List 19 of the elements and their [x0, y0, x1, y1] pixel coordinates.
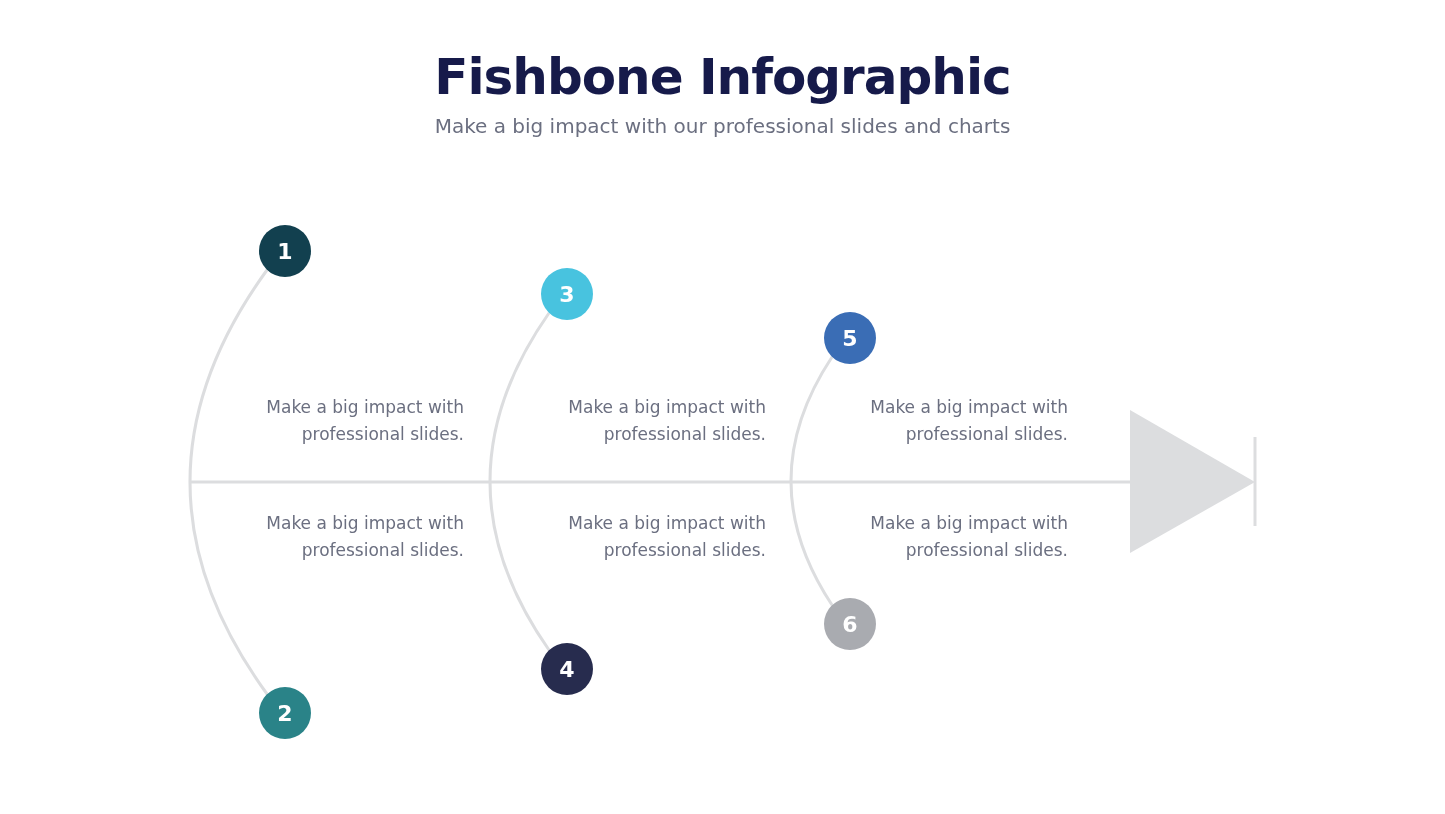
bone-arc [188, 269, 269, 695]
number-badge: 5 [824, 312, 876, 364]
number-badge: 1 [259, 225, 311, 277]
number-badge: 3 [541, 268, 593, 320]
subtitle: Make a big impact with our professional slides and charts [434, 114, 1011, 138]
bone-arc [488, 312, 551, 651]
number-badge: 4 [541, 643, 593, 695]
bone-arc [789, 356, 834, 606]
description-text: Make a big impact with professional slides. [869, 396, 1068, 446]
number-badge: 2 [259, 687, 311, 739]
description-text: Make a big impact with professional slides. [567, 512, 766, 562]
fish-head-triangle [1128, 408, 1258, 554]
description-text: Make a big impact with professional slides. [869, 512, 1068, 562]
spine-line [190, 480, 1130, 484]
number-badge: 6 [824, 598, 876, 650]
title: Fishbone Infographic [434, 48, 1011, 106]
description-text: Make a big impact with professional slides. [265, 512, 464, 562]
description-text: Make a big impact with professional slides. [265, 396, 464, 446]
description-text: Make a big impact with professional slides. [567, 396, 766, 446]
